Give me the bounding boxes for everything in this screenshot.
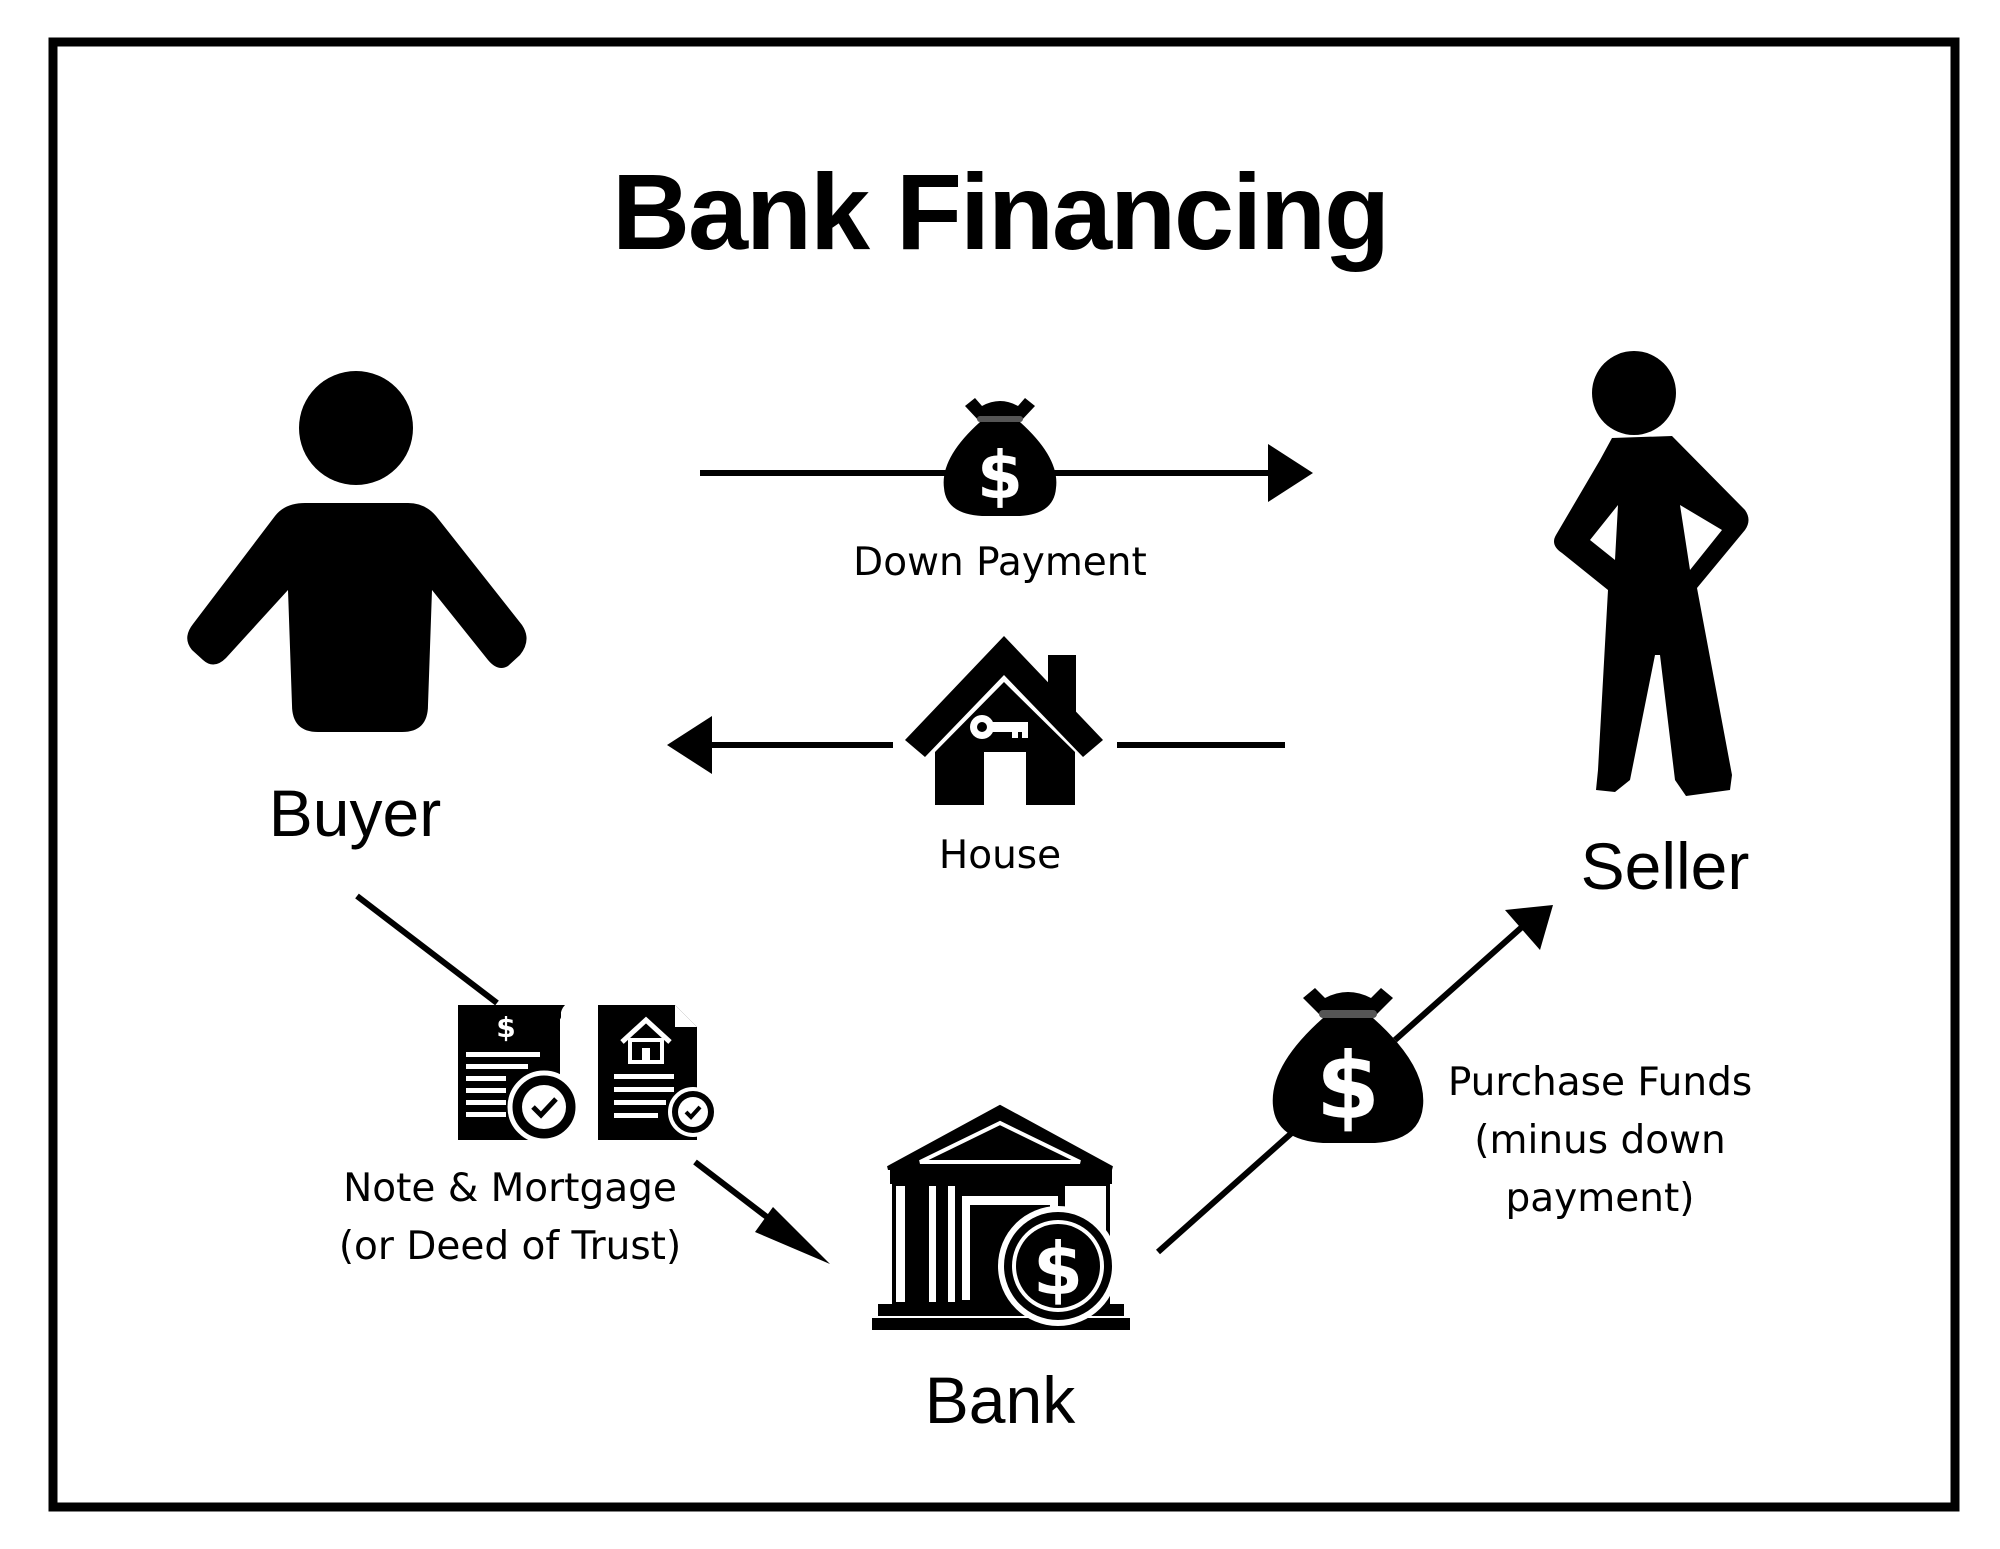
arrow-note-mortgage [355,893,830,1264]
diagram-title: Bank Financing [611,151,1390,272]
seller-label: Seller [1580,829,1750,903]
svg-text:$: $ [496,1011,515,1044]
svg-text:$: $ [1316,1033,1380,1140]
seller-figure-icon [1554,351,1749,796]
buyer-figure-icon [187,371,527,732]
arrow-house [667,716,1285,774]
diagram-frame [48,37,1960,1512]
down-payment-label: Down Payment [853,540,1147,585]
house-key-icon [905,636,1103,805]
money-bag-icon: $ [1272,988,1424,1143]
note-document-icon: $ [458,1005,581,1144]
mortgage-document-icon [598,1005,718,1140]
note-mortgage-label: Note & Mortgage (or Deed of Trust) [338,1166,682,1269]
bank-label: Bank [924,1363,1076,1437]
svg-text:$: $ [977,437,1023,514]
svg-text:$: $ [1033,1227,1083,1311]
buyer-label: Buyer [268,776,442,850]
bank-building-icon: $ [872,1104,1130,1330]
arrow-purchase-funds [1156,905,1553,1255]
purchase-funds-label: Purchase Funds (minus down payment) [1447,1060,1753,1221]
money-bag-icon: $ [943,398,1057,516]
house-label: House [938,833,1062,878]
